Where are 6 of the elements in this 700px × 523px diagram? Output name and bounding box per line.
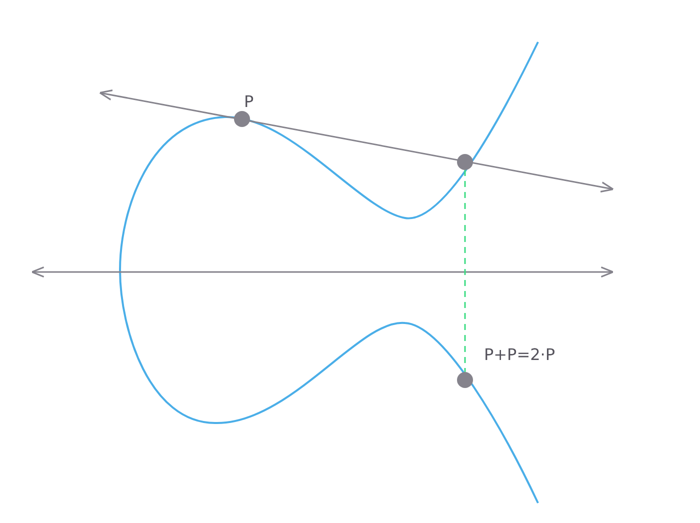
point-marker xyxy=(234,111,250,127)
point-label: P xyxy=(244,93,254,111)
dashed-line xyxy=(464,170,466,372)
point-marker xyxy=(457,154,473,170)
point-marker xyxy=(457,372,473,388)
point-label: P+P=2·P xyxy=(484,346,556,364)
